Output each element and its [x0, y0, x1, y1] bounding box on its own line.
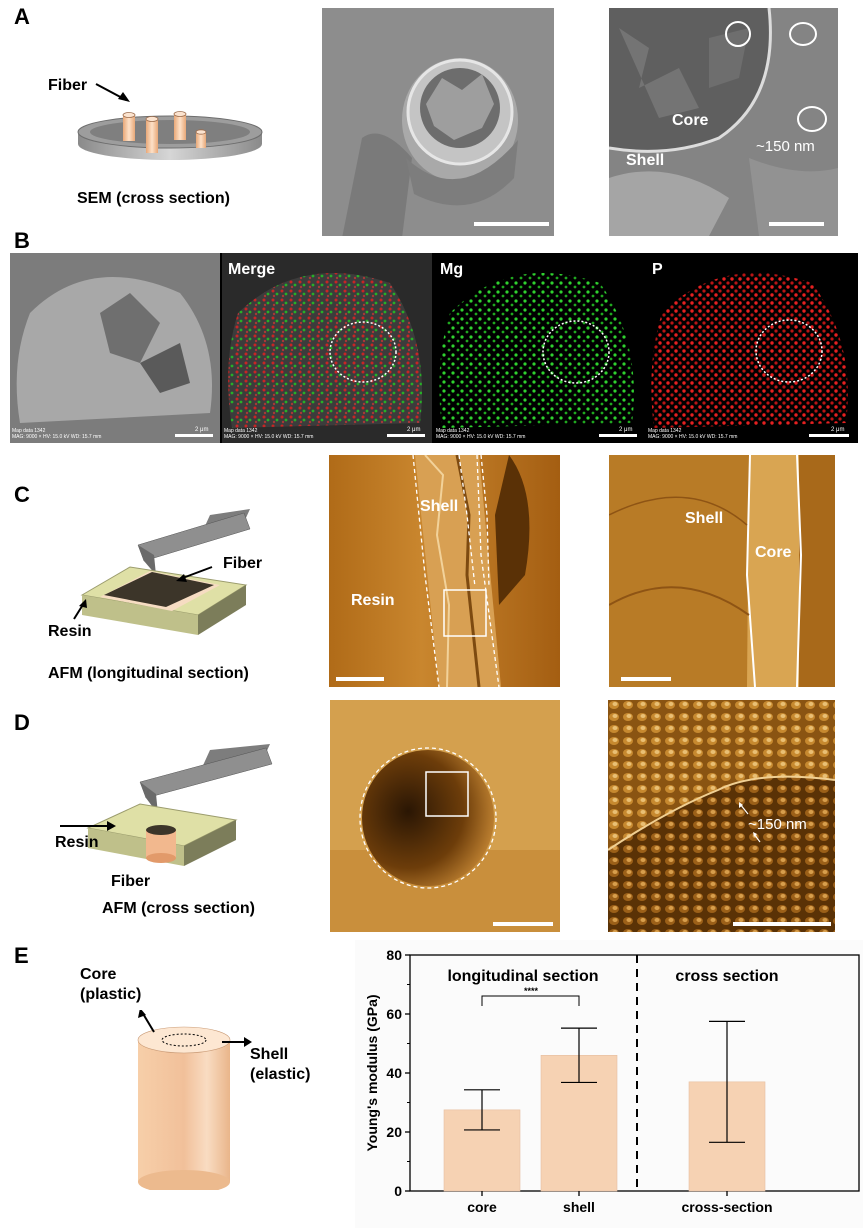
core-shell-cylinder-schematic — [137, 1010, 252, 1190]
eds-mapping-strip: Merge Mg P Map data 1342 MAG: 9000 × HV:… — [10, 253, 858, 443]
sem-metadata-line2: MAG: 9000 × HV: 15.0 kV WD: 15.7 mm — [224, 434, 314, 440]
panel-letter-a: A — [14, 4, 30, 29]
significance-label: **** — [524, 986, 539, 996]
scale-bar — [474, 222, 549, 226]
shell-label: Shell — [250, 1046, 289, 1063]
core-property-label: (plastic) — [80, 986, 142, 1003]
afm-cross-section-schematic — [60, 744, 273, 866]
tile-label-merge: Merge — [228, 261, 276, 278]
fiber-label: Fiber — [223, 555, 263, 572]
shell-label: Shell — [420, 498, 459, 515]
sem-zoom-image: Core Shell ~150 nm — [609, 8, 838, 236]
afm-cross-section-image — [330, 700, 560, 932]
core-label: Core — [80, 966, 117, 983]
shell-label: Shell — [685, 510, 724, 527]
afm-cross-section-caption: AFM (cross section) — [102, 900, 255, 917]
panel-letter-e: E — [14, 943, 29, 968]
fiber-label: Fiber — [48, 77, 88, 94]
afm-longitudinal-schematic — [73, 509, 251, 635]
sem-metadata-line2: MAG: 9000 × HV: 15.0 kV WD: 15.7 mm — [436, 434, 526, 440]
resin-label: Resin — [48, 623, 92, 640]
sem-metadata-line1: Map data 1342 — [648, 428, 682, 434]
scale-bar — [599, 434, 637, 437]
resin-label: Resin — [55, 834, 99, 851]
panel-letter-d: D — [14, 710, 30, 735]
scale-bar-text: 2 μm — [195, 427, 209, 433]
afm-longitudinal-image: Shell Resin — [329, 455, 560, 687]
y-tick-label: 0 — [394, 1183, 402, 1199]
x-tick-label: shell — [563, 1199, 595, 1215]
x-tick-label: cross-section — [681, 1199, 772, 1215]
scale-bar — [336, 677, 384, 681]
scale-bar — [175, 434, 213, 437]
sem-metadata-line1: Map data 1342 — [224, 428, 258, 434]
scale-bar — [493, 922, 553, 926]
y-tick-label: 40 — [386, 1065, 402, 1081]
scale-bar — [733, 922, 831, 926]
sem-cross-section-image — [322, 8, 554, 236]
x-tick-label: core — [467, 1199, 497, 1215]
y-tick-label: 80 — [386, 947, 402, 963]
tile-label-p: P — [652, 261, 663, 278]
scale-bar-text: 2 μm — [831, 427, 845, 433]
panel-letter-b: B — [14, 228, 30, 253]
resin-label: Resin — [351, 592, 395, 609]
panel-letter-c: C — [14, 482, 30, 507]
size-label: ~150 nm — [748, 816, 807, 833]
shell-property-label: (elastic) — [250, 1066, 311, 1083]
y-tick-label: 60 — [386, 1006, 402, 1022]
sem-stub-schematic — [77, 83, 263, 160]
scale-bar — [769, 222, 824, 226]
section-label-cross: cross section — [675, 968, 778, 985]
sem-metadata-line1: Map data 1342 — [12, 428, 46, 434]
y-tick-label: 20 — [386, 1124, 402, 1140]
sem-metadata-line2: MAG: 9000 × HV: 15.0 kV WD: 15.7 mm — [648, 434, 738, 440]
scale-bar — [809, 434, 849, 437]
size-label: ~150 nm — [756, 138, 815, 155]
shell-label: Shell — [626, 152, 665, 169]
afm-longitudinal-zoom-image: Shell Core — [609, 455, 835, 687]
significance-bracket — [481, 995, 580, 1006]
tile-label-mg: Mg — [440, 261, 464, 278]
scale-bar-text: 2 μm — [407, 427, 421, 433]
core-label: Core — [672, 112, 709, 129]
afm-cross-section-zoom-image: ~150 nm — [608, 700, 835, 932]
scale-bar-text: 2 μm — [619, 427, 633, 433]
sem-metadata-line2: MAG: 9000 × HV: 15.0 kV WD: 15.7 mm — [12, 434, 102, 440]
core-label: Core — [755, 544, 792, 561]
scale-bar — [387, 434, 425, 437]
sem-schematic-caption: SEM (cross section) — [77, 190, 230, 207]
sem-metadata-line1: Map data 1342 — [436, 428, 470, 434]
afm-longitudinal-caption: AFM (longitudinal section) — [48, 665, 249, 682]
scale-bar — [621, 677, 671, 681]
fiber-label: Fiber — [111, 873, 151, 890]
section-label-longitudinal: longitudinal section — [447, 968, 598, 985]
y-axis-label: Young's modulus (GPa) — [364, 994, 380, 1151]
